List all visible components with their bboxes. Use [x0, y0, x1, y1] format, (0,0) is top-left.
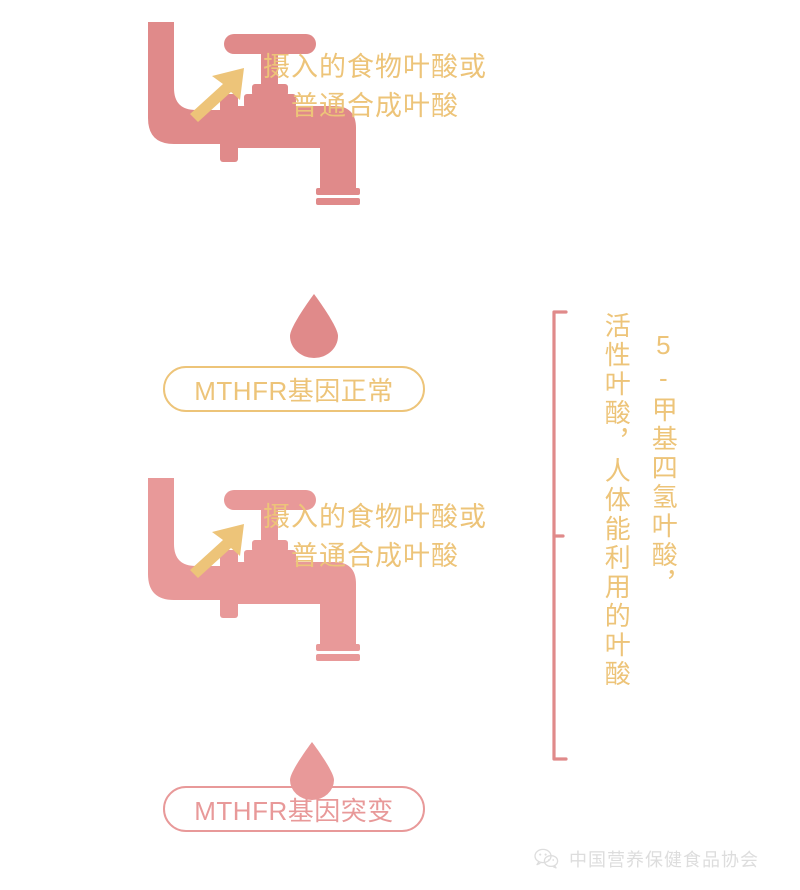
caption-normal-line1: 摄入的食物叶酸或	[263, 52, 487, 82]
watermark: 中国营养保健食品协会	[534, 846, 759, 872]
wechat-icon	[534, 848, 559, 869]
watermark-label: 中国营养保健食品协会	[569, 850, 759, 870]
status-badge-mthfr-mutant[interactable]: MTHFR基因突变	[163, 786, 425, 832]
faucet-group-normal	[148, 22, 408, 322]
caption-normal: 摄入的食物叶酸或 普通合成叶酸	[240, 48, 510, 126]
status-badge-mutant-label: MTHFR基因突变	[194, 795, 394, 826]
faucet-icon	[148, 22, 360, 205]
status-badge-normal-label: MTHFR基因正常	[194, 375, 394, 406]
water-drop-normal	[286, 292, 342, 363]
caption-mutant-line2: 普通合成叶酸	[291, 541, 459, 572]
status-badge-mthfr-normal[interactable]: MTHFR基因正常	[163, 366, 425, 412]
faucet-icon	[148, 478, 360, 661]
annotation-column-left: 活性叶酸，人体能利用的叶酸	[601, 312, 632, 689]
caption-mutant: 摄入的食物叶酸或 普通合成叶酸	[240, 498, 510, 576]
caption-mutant-line1: 摄入的食物叶酸或	[263, 502, 487, 532]
bracket-icon	[552, 310, 568, 761]
faucet-group-mutant	[148, 478, 408, 778]
right-brace-bracket	[548, 308, 578, 768]
up-right-arrow-icon	[190, 524, 244, 578]
annotation-column-right: 5-甲基四氢叶酸，	[648, 330, 679, 599]
up-right-arrow-icon	[190, 68, 244, 122]
water-drop-icon	[290, 294, 338, 358]
arrow-mutant	[186, 522, 250, 585]
arrow-normal	[186, 66, 250, 129]
caption-normal-line2: 普通合成叶酸	[291, 91, 459, 122]
